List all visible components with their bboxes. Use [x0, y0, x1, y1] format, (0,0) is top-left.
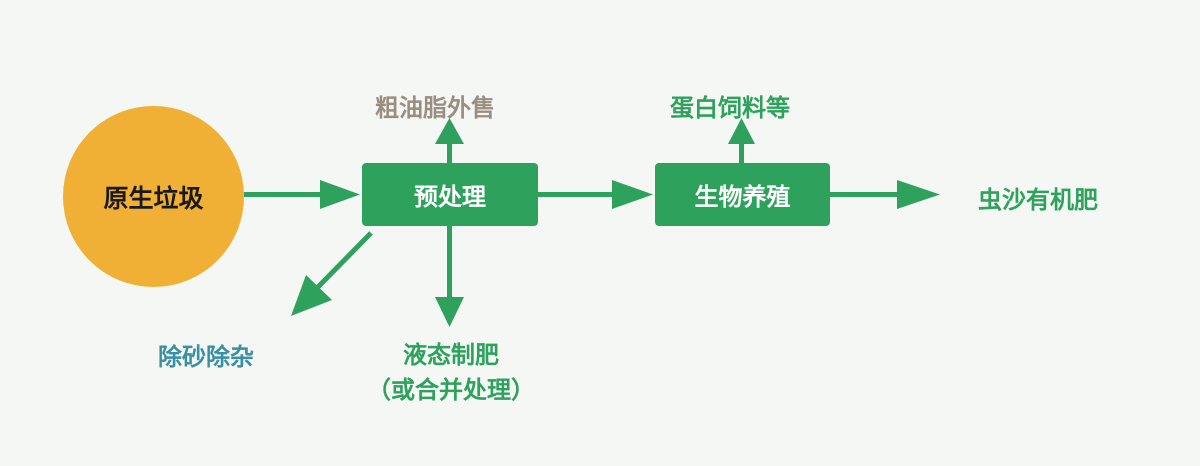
arrow-pre-to-liquid-shaft — [447, 226, 452, 308]
bio-breeding-node: 生物养殖 — [655, 163, 830, 226]
arrow-pre-to-sand-shaft — [316, 231, 373, 289]
liquid-fertilizer-output: 液态制肥 （或合并处理） — [362, 338, 540, 408]
arrow-pre-to-oil-shaft — [447, 138, 452, 163]
bio-breeding-label: 生物养殖 — [694, 183, 791, 211]
arrow-pre-to-bio-shaft — [538, 192, 626, 197]
arrow-bio-to-frass-shaft — [830, 192, 910, 197]
arrow-pre-to-liquid-head — [435, 297, 464, 327]
sand-removal-output: 除砂除杂 — [158, 343, 254, 371]
protein-feed-output: 蛋白饲料等 — [670, 94, 790, 122]
arrow-waste-to-pre-shaft — [244, 192, 334, 197]
liquid-fertilizer-note: （或合并处理） — [367, 376, 535, 404]
arrow-waste-to-pre-head — [320, 180, 360, 209]
arrow-pre-to-sand-head — [291, 275, 332, 316]
crude-oil-output: 粗油脂外售 — [375, 94, 495, 122]
arrow-pre-to-bio-head — [612, 180, 653, 209]
arrow-pre-to-oil-head — [435, 118, 464, 144]
raw-waste-node: 原生垃圾 — [63, 106, 244, 287]
pretreatment-label: 预处理 — [414, 183, 486, 211]
insect-frass-output: 虫沙有机肥 — [978, 186, 1098, 214]
pretreatment-node: 预处理 — [362, 163, 538, 226]
arrow-bio-to-feed-shaft — [739, 138, 744, 163]
arrow-bio-to-frass-head — [897, 180, 940, 209]
arrow-bio-to-feed-head — [728, 118, 755, 144]
liquid-fertilizer-label: 液态制肥 — [403, 341, 499, 369]
raw-waste-label: 原生垃圾 — [103, 183, 204, 213]
